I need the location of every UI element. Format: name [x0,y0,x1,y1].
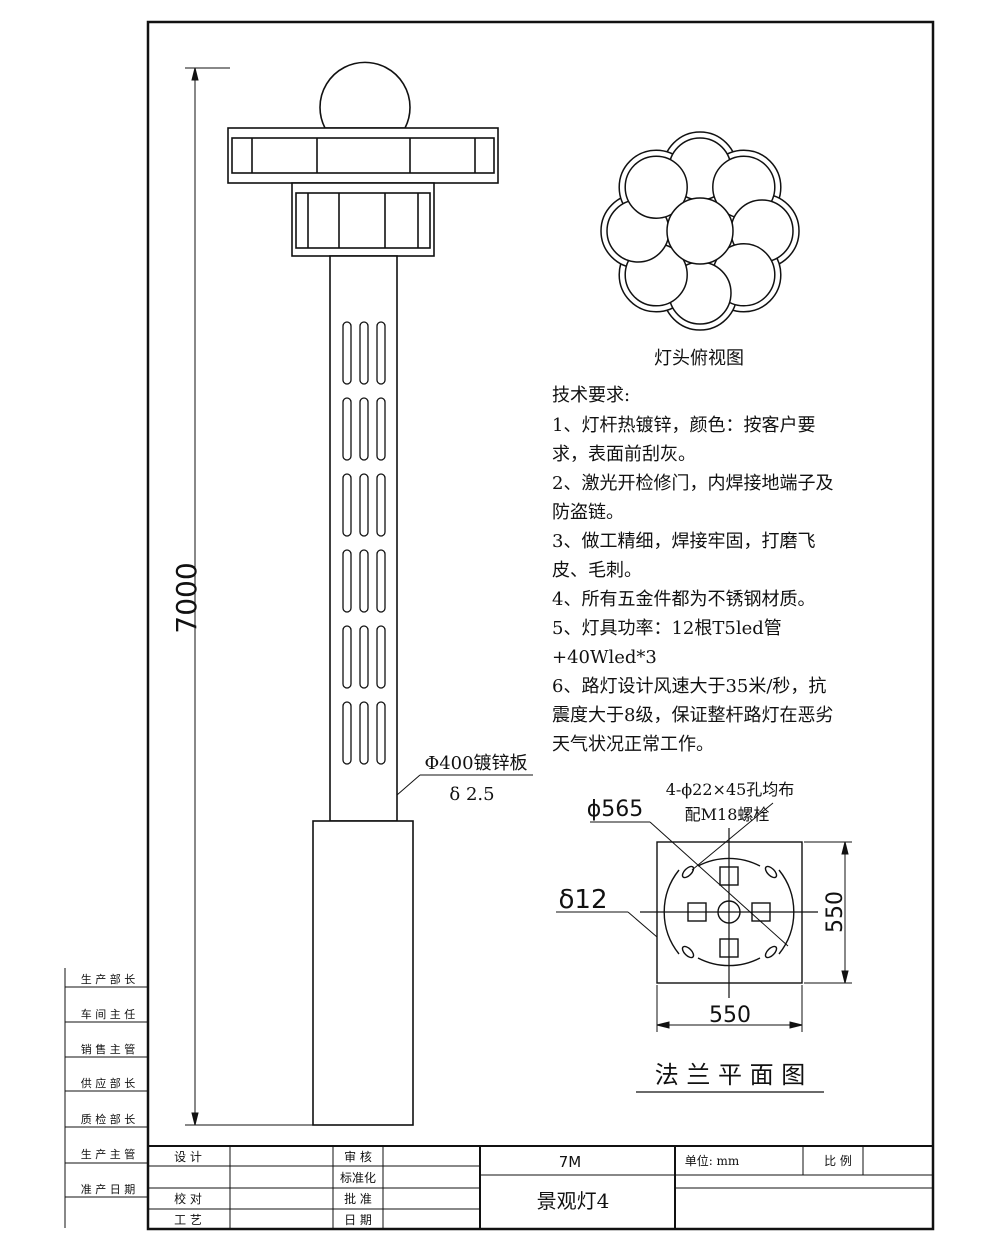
bolt-spec-note: 配M18螺栓 [685,805,770,824]
vent-slot [359,321,369,385]
date-label: 日 期 [344,1213,372,1227]
vent-slot [359,473,369,537]
tech-requirements-heading: 技术要求: [552,385,630,406]
design-label: 设 计 [174,1150,202,1164]
drawing-name: 景观灯4 [537,1189,610,1213]
pole-leader [396,774,533,796]
upper-lamp-ring [227,127,499,184]
lower-lamp-box [291,182,435,257]
process-label: 工 艺 [174,1213,202,1227]
bolt-slot [764,865,778,879]
proofread-label: 校 对 [174,1191,202,1206]
approval-label: 生 产 主 管 [81,1147,136,1161]
height-dimension [185,67,315,1126]
flange-dimensions [656,841,852,1032]
pole-material-label: Φ400镀锌板 [424,753,527,774]
tech-line: 3、做工精细，焊接牢固，打磨飞 [552,531,815,552]
center-disc [666,197,734,265]
height-dimension-value: 7000 [170,562,203,633]
flange-plan-title: 法 兰 平 面 图 [655,1061,806,1089]
bolt-slot [764,945,778,959]
pole-base [312,820,414,1126]
vent-slot [376,701,386,765]
height-code: 7M [559,1153,582,1171]
approval-label: 供 应 部 长 [81,1076,136,1090]
flange-diameter-label: ϕ565 [587,797,644,822]
vent-slot [359,701,369,765]
bolt-slot [681,865,695,879]
approval-label: 生 产 部 长 [81,972,136,986]
approval-label: 准 产 日 期 [81,1182,136,1196]
vent-slot [376,397,386,461]
bolt-slot [681,945,695,959]
tech-line: 求，表面前刮灰。 [552,444,696,465]
pole-shaft [329,255,398,822]
vent-slot [376,625,386,689]
lamp-pole-elevation [227,61,499,1126]
flange-plan [556,802,818,998]
lamp-top-view-title: 灯头俯视图 [654,348,744,369]
vent-slots [342,321,386,765]
square-hole [719,938,739,958]
tech-line: 天气状况正常工作。 [552,734,714,755]
unit-label: 单位: mm [685,1153,740,1168]
lamp-head-top-view [600,131,800,331]
flange-width-value: 550 [709,1003,751,1028]
vent-slot [359,397,369,461]
vent-slot [342,473,352,537]
bolt-hole-note: 4-ϕ22×45孔均布 [666,780,795,799]
square-hole [687,902,707,922]
flange-thickness-label: δ12 [559,885,608,915]
tech-line: +40Wled*3 [552,647,657,668]
approval-label: 质 检 部 长 [81,1112,136,1126]
tech-line: 6、路灯设计风速大于35米/秒，抗 [552,676,826,697]
square-hole [719,866,739,886]
petal [624,155,688,219]
tech-line: 4、所有五金件都为不锈钢材质。 [552,589,815,610]
globe-lamp [319,61,411,129]
tech-line: 皮、毛刺。 [552,560,642,581]
scale-label: 比 例 [824,1154,852,1168]
approval-label: 车 间 主 任 [81,1007,136,1021]
vent-slot [342,701,352,765]
tech-line: 1、灯杆热镀锌，颜色：按客户要 [552,415,815,436]
vent-slot [376,321,386,385]
review-label: 审 核 [344,1149,372,1164]
vent-slot [359,549,369,613]
vent-slot [342,397,352,461]
approval-label: 销 售 主 管 [81,1042,136,1056]
vent-slot [342,321,352,385]
flange-height-value: 550 [823,891,848,933]
vent-slot [342,549,352,613]
vent-slot [376,473,386,537]
standardize-label: 标准化 [340,1171,376,1185]
square-hole [751,902,771,922]
tech-line: 5、灯具功率：12根T5led管 [552,618,782,639]
pole-thickness-label: δ 2.5 [449,784,494,805]
tech-line: 防盗链。 [552,502,624,523]
outer-frame [146,20,935,1231]
center-hole [717,900,741,924]
approval-column [65,986,148,1198]
title-block-grid [148,1145,933,1229]
approve-label: 批 准 [344,1191,372,1206]
vent-slot [359,625,369,689]
tech-line: 2、激光开检修门，内焊接地端子及 [552,473,833,494]
tech-line: 震度大于8级，保证整杆路灯在恶劣 [552,705,833,726]
vent-slot [342,625,352,689]
vent-slot [376,549,386,613]
